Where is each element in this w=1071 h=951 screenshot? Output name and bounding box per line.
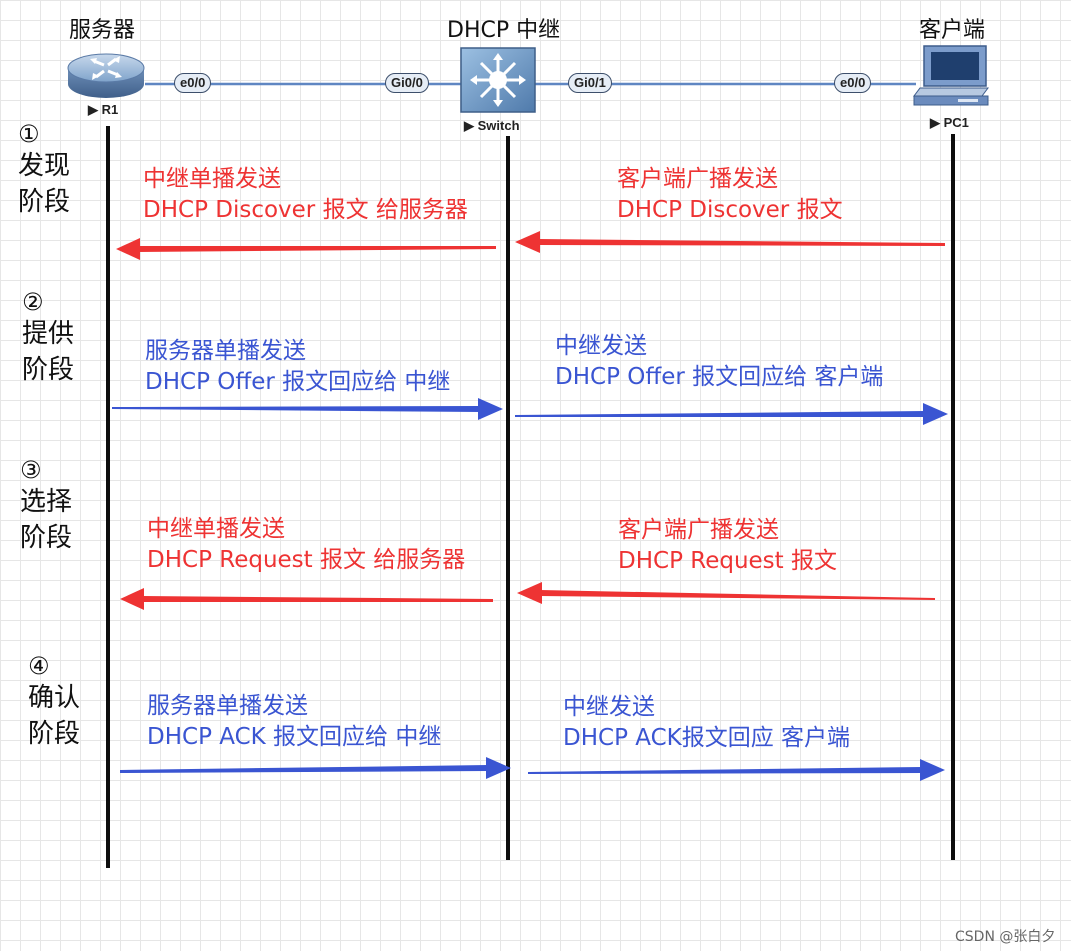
arrow-discover-client-to-relay <box>515 231 945 253</box>
stage-request: ③ 选择 阶段 <box>20 456 72 556</box>
client-lifeline <box>951 134 955 860</box>
play-icon: ▶ <box>930 115 944 130</box>
discover-relay-label: 中继单播发送 DHCP Discover 报文 给服务器 <box>143 166 468 223</box>
arrow-ack-server-to-relay <box>120 757 511 779</box>
ack-server-label: 服务器单播发送 DHCP ACK 报文回应给 中继 <box>147 693 442 750</box>
stage-name-line1: 确认 <box>28 683 81 713</box>
arrow-discover-relay-to-server <box>116 238 496 260</box>
stage-name-line2: 阶段 <box>22 355 75 385</box>
switch-icon <box>460 47 536 113</box>
stage-name-line1: 发现 <box>18 151 71 181</box>
relay-lifeline <box>506 136 510 860</box>
stage-name-line2: 阶段 <box>20 523 73 553</box>
stage-discover: ① 发现 阶段 <box>18 120 70 220</box>
stage-ack: ④ 确认 阶段 <box>28 652 80 752</box>
server-title: 服务器 <box>69 18 136 43</box>
relay-port-left-label: Gi0/0 <box>385 73 429 93</box>
stage-offer: ② 提供 阶段 <box>22 288 74 388</box>
arrow-request-client-to-relay <box>517 582 935 604</box>
offer-server-label: 服务器单播发送 DHCP Offer 报文回应给 中继 <box>145 338 451 395</box>
router-icon <box>67 53 145 98</box>
client-device-name: ▶ PC1 <box>930 115 969 130</box>
arrow-ack-relay-to-client <box>528 759 945 781</box>
play-icon: ▶ <box>88 102 102 117</box>
stage-name-line1: 选择 <box>20 487 73 517</box>
stage-number: ④ <box>28 652 50 680</box>
request-relay-label: 中继单播发送 DHCP Request 报文 给服务器 <box>147 516 466 573</box>
client-title: 客户端 <box>919 18 986 43</box>
server-lifeline <box>106 126 110 868</box>
ack-relay-label: 中继发送 DHCP ACK报文回应 客户端 <box>563 694 851 751</box>
relay-port-right-label: Gi0/1 <box>568 73 612 93</box>
arrow-request-relay-to-server <box>120 588 493 610</box>
stage-name-line1: 提供 <box>22 319 75 349</box>
stage-number: ① <box>18 120 40 148</box>
server-device-name: ▶ R1 <box>88 102 119 117</box>
server-port-label: e0/0 <box>174 73 212 93</box>
watermark: CSDN @张白夕 <box>955 929 1056 945</box>
discover-client-label: 客户端广播发送 DHCP Discover 报文 <box>617 166 843 223</box>
stage-name-line2: 阶段 <box>18 187 71 217</box>
client-port-label: e0/0 <box>834 73 872 93</box>
arrow-offer-relay-to-client <box>515 403 948 425</box>
arrow-offer-server-to-relay <box>112 398 503 420</box>
play-icon: ▶ <box>464 118 478 133</box>
stage-number: ③ <box>20 456 42 484</box>
relay-device-name: ▶ Switch <box>464 118 520 133</box>
relay-title: DHCP 中继 <box>447 18 561 43</box>
offer-relay-label: 中继发送 DHCP Offer 报文回应给 客户端 <box>555 333 884 390</box>
stage-number: ② <box>22 288 44 316</box>
stage-name-line2: 阶段 <box>28 719 81 749</box>
pc-icon <box>913 45 989 106</box>
request-client-label: 客户端广播发送 DHCP Request 报文 <box>618 517 837 574</box>
